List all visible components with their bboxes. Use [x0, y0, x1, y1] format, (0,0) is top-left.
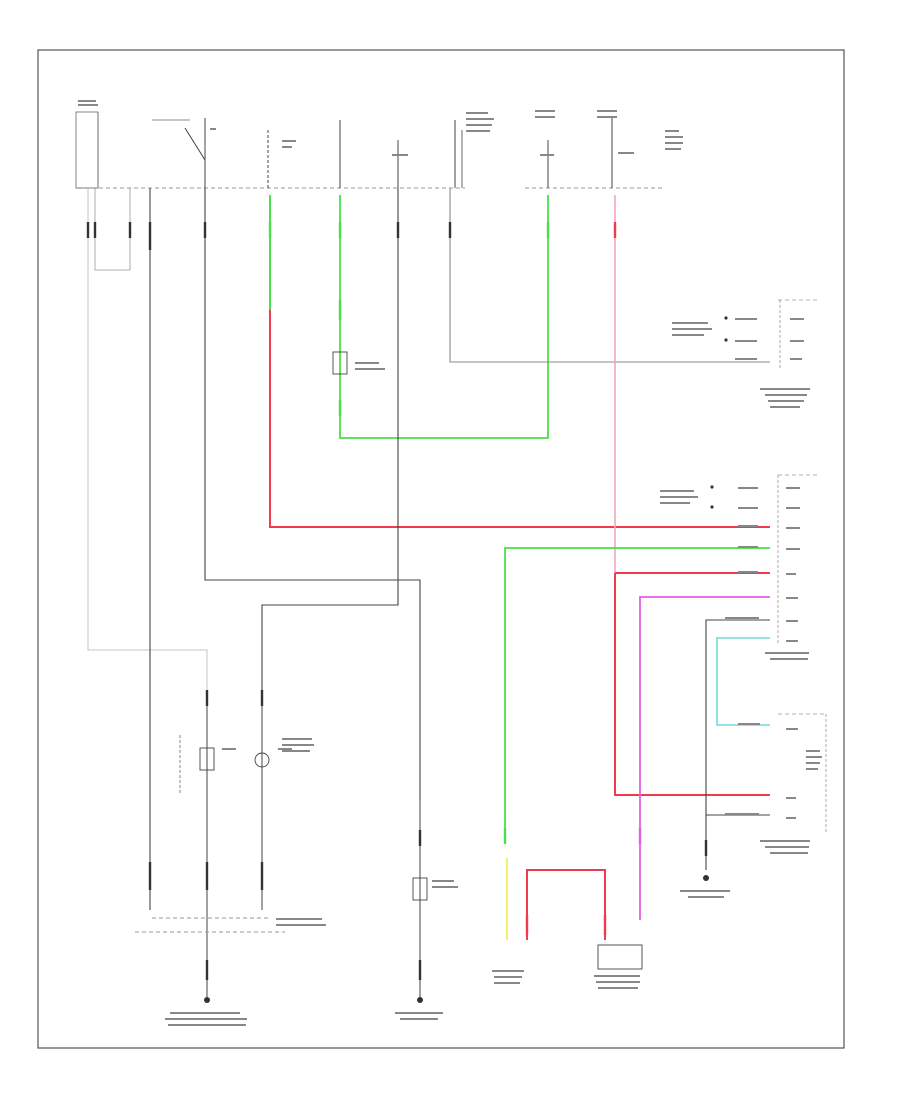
wire-red-main [269, 310, 770, 528]
wire-cyan [716, 637, 770, 726]
left-relay-1 [199, 747, 215, 771]
wire-green-amp [504, 547, 770, 830]
left-relay-2 [254, 752, 270, 768]
wire-red-down [614, 573, 770, 796]
wire-light-gray-short [94, 188, 131, 271]
wire-black-ground-amp [705, 619, 770, 870]
ecm-block [672, 299, 820, 408]
ground-right [703, 875, 709, 881]
amplifier-block [660, 474, 820, 660]
wire-black-fuse4 [261, 188, 399, 690]
wire-green-loop [339, 195, 549, 439]
bottom-relay-box [597, 944, 643, 970]
wire-gray-ecm [449, 188, 770, 363]
defogger-relay-block [725, 713, 827, 854]
wire-switch-down [204, 188, 421, 800]
top-label-marks [78, 100, 683, 156]
wire-red-bottom-loop [526, 869, 606, 940]
wires [87, 188, 770, 1000]
ground-points [165, 362, 730, 1026]
fuse-block-1 [75, 111, 99, 189]
diagram-frame [37, 49, 845, 1049]
ground-left [204, 997, 210, 1003]
top-connector-group [75, 100, 683, 189]
connector-pins [86, 222, 708, 980]
wire-magenta [639, 596, 770, 920]
switch-arm [184, 127, 206, 161]
mid-component [412, 877, 428, 901]
green-loop-fuse [332, 351, 348, 375]
wire-light-gray-loop [87, 188, 208, 690]
ground-mid [417, 997, 423, 1003]
relay-fuse-symbols [135, 351, 643, 970]
